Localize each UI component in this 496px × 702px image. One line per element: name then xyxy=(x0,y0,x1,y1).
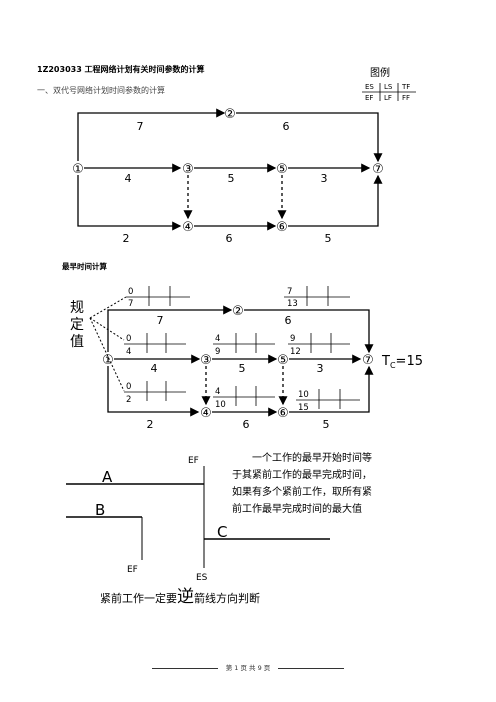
box-ef: 7 xyxy=(128,299,133,309)
legend-lf: LF xyxy=(384,94,392,102)
network-diagram-1 xyxy=(77,108,383,231)
node-6: ⑥ xyxy=(277,406,289,421)
network-diagram-2 xyxy=(107,305,374,417)
duration-5-7: 3 xyxy=(321,172,328,185)
duration-1-3: 4 xyxy=(125,172,132,185)
duration-1-4: 2 xyxy=(147,418,154,431)
guide-lines xyxy=(89,296,127,392)
box-es: 4 xyxy=(215,387,220,397)
node-7: ⑦ xyxy=(362,353,374,368)
box-ef: 12 xyxy=(290,347,301,357)
legend-es: ES xyxy=(365,83,374,91)
box-ef: 13 xyxy=(287,299,298,309)
box-es: 7 xyxy=(287,287,292,297)
box-es: 4 xyxy=(215,334,220,344)
section-heading: 一、双代号网络计划时间参数的计算 xyxy=(37,86,165,95)
page-footer: 第 1 页 共 9 页 xyxy=(0,662,496,672)
node-6: ⑥ xyxy=(276,220,288,235)
box-ef: 10 xyxy=(215,400,226,410)
node-2: ② xyxy=(224,107,236,122)
duration-6-7: 5 xyxy=(325,232,332,245)
node-4: ④ xyxy=(200,406,212,421)
activity-a-label: A xyxy=(102,468,113,486)
bottom-note: 紧前工作一定要逆箭线方向判断 xyxy=(100,587,260,607)
duration-1-2: 7 xyxy=(157,314,164,327)
box-ef: 15 xyxy=(298,403,309,413)
total-duration-label: TC=15 xyxy=(381,354,423,370)
activity-c-label: C xyxy=(217,523,227,541)
node-5: ⑤ xyxy=(276,162,288,177)
duration-3-5: 5 xyxy=(239,362,246,375)
es-label: ES xyxy=(196,573,208,583)
duration-4-6: 6 xyxy=(226,232,233,245)
legend-ls: LS xyxy=(384,83,393,91)
predecessor-diagram xyxy=(66,466,330,568)
legend-ef: EF xyxy=(365,94,373,102)
box-ef: 9 xyxy=(215,347,220,357)
node-1: ① xyxy=(72,162,84,177)
duration-1-4: 2 xyxy=(123,232,130,245)
activity-b-label: B xyxy=(95,501,105,519)
node-5: ⑤ xyxy=(277,353,289,368)
parameter-boxes xyxy=(124,286,360,409)
duration-1-2: 7 xyxy=(137,120,144,133)
duration-6-7: 5 xyxy=(323,418,330,431)
box-es: 0 xyxy=(126,334,131,344)
box-es: 0 xyxy=(128,287,133,297)
note-emphasis: 逆 xyxy=(177,587,194,607)
ef-bottom-label: EF xyxy=(127,565,138,575)
node-7: ⑦ xyxy=(372,162,384,177)
box-es: 10 xyxy=(298,390,309,400)
node-3: ③ xyxy=(182,162,194,177)
box-es: 9 xyxy=(290,334,295,344)
explanation-text: 一个工作的最早开始时间等于其紧前工作的最早完成时间，如果有多个紧前工作，取所有紧… xyxy=(232,453,372,515)
duration-2-7: 6 xyxy=(285,314,292,327)
node-3: ③ xyxy=(200,353,212,368)
guide-value-label: 规 定 值 xyxy=(70,300,84,350)
legend-tf: TF xyxy=(401,83,410,91)
duration-4-6: 6 xyxy=(243,418,250,431)
box-ef: 2 xyxy=(126,395,131,405)
node-2: ② xyxy=(232,304,244,319)
node-4: ④ xyxy=(182,220,194,235)
section-earliest-time-title: 最早时间计算 xyxy=(62,262,107,271)
legend: ES LS TF EF LF FF xyxy=(362,83,416,102)
duration-1-3: 4 xyxy=(151,362,158,375)
box-es: 0 xyxy=(126,382,131,392)
page-title: 1Z203033 工程网络计划有关时间参数的计算 xyxy=(37,65,205,74)
duration-5-7: 3 xyxy=(317,362,324,375)
page-number: 第 1 页 共 9 页 xyxy=(225,664,271,672)
legend-ff: FF xyxy=(402,94,410,102)
duration-2-7: 6 xyxy=(283,120,290,133)
legend-title: 图例 xyxy=(370,68,390,79)
duration-3-5: 5 xyxy=(228,172,235,185)
node-1: ① xyxy=(102,353,114,368)
box-ef: 4 xyxy=(126,347,131,357)
ef-top-label: EF xyxy=(188,456,199,466)
